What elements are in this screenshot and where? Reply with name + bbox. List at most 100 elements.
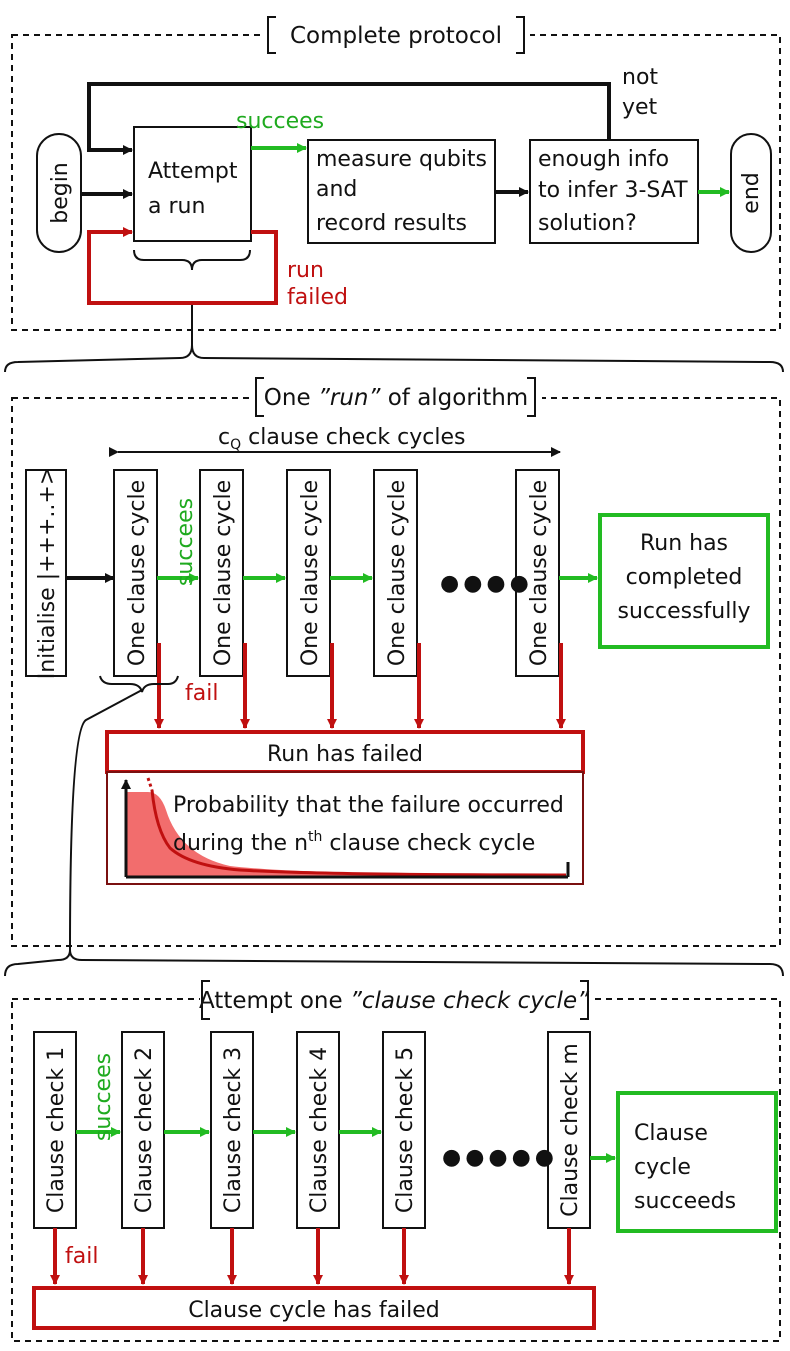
clause-check-label: Clause check 4: [307, 1047, 332, 1213]
clause-cycle-label: One clause cycle: [298, 480, 323, 666]
succeeds-line-1: Clause: [634, 1121, 708, 1146]
clause-cycle-label: One clause cycle: [527, 480, 552, 666]
clause-cycle-box: [286, 469, 331, 677]
right-bracket: [580, 980, 589, 1020]
fail-label-middle: fail: [185, 681, 218, 706]
clause-check-boxes: Clause check 1 Clause check 2 Clause check…: [33, 1031, 616, 1285]
clause-check-box: [382, 1031, 426, 1229]
checks-ellipsis: ●●●●●: [442, 1145, 558, 1170]
clause-cycle-5: One clause cycle: [515, 469, 566, 729]
clause-cycle-label: One clause cycle: [385, 480, 410, 666]
left-bracket: [201, 980, 210, 1020]
cycle-fail-arrow: [240, 643, 250, 729]
section-title: Attempt one ”clause check cycle”: [199, 988, 590, 1014]
completed-line-1: Run has: [640, 531, 728, 556]
cycles-label: cQ clause check cycles: [218, 425, 465, 453]
clause-cycle-box: [515, 469, 560, 677]
right-bracket: [516, 16, 525, 54]
completed-line-3: successfully: [618, 599, 751, 624]
clause-cycle-boxes: One clause cycle One clause cycle One clau…: [113, 469, 598, 729]
enough-line-3: solution?: [538, 211, 637, 236]
succees-label-bottom: succees: [91, 1053, 116, 1141]
section-title: Complete protocol: [290, 23, 502, 49]
cycle-fail-arrow: [154, 643, 164, 729]
not-yet-loop-arrow: [87, 82, 611, 155]
fail-label-bottom: fail: [65, 1244, 98, 1269]
left-bracket: [267, 16, 276, 54]
run-failed-box: [105, 730, 585, 774]
clause-check-6: Clause check m: [547, 1031, 591, 1285]
not-yet-line-2: yet: [622, 95, 658, 120]
clause-check-1: Clause check 1: [33, 1031, 121, 1285]
succeeds-line-3: succeeds: [634, 1189, 736, 1214]
measure-line-1: measure qubits: [316, 147, 487, 172]
title-background: [262, 18, 530, 52]
measure-box: [307, 139, 496, 244]
clause-check-5: Clause check 5: [382, 1031, 426, 1285]
probability-panel: [106, 771, 584, 885]
probability-line-1: Probability that the failure occurred: [173, 793, 564, 818]
clause-check-3: Clause check 3: [210, 1031, 296, 1285]
enough-line-2: to infer 3-SAT: [538, 178, 688, 203]
section-frame: [11, 998, 781, 1342]
completed-line-2: completed: [626, 565, 743, 590]
succees-label-middle: succees: [173, 498, 198, 586]
expand-brace-cycle: [4, 689, 784, 977]
attempt-brace: [133, 249, 251, 271]
title-background: [250, 378, 542, 416]
clause-check-cycle-section: Attempt one ”clause check cycle” Clause …: [11, 980, 781, 1342]
probability-area: [126, 792, 566, 877]
run-failed-line-1: run: [287, 258, 324, 283]
clause-cycle-failed-box: [32, 1286, 596, 1330]
measure-line-3: record results: [316, 211, 467, 236]
attempt-line-2: a run: [148, 194, 205, 219]
end-node: [730, 133, 772, 253]
run-completed-box: [598, 513, 770, 649]
clause-cycle-box: [113, 469, 158, 677]
title-background: [200, 981, 592, 1019]
expand-brace-run: [4, 305, 784, 373]
run-failed-loop-arrow: [87, 227, 278, 305]
clause-check-4: Clause check 4: [296, 1031, 382, 1285]
cycle-fail-arrow: [327, 643, 337, 729]
run-failed-line-2: failed: [287, 285, 348, 310]
section-frame: [11, 34, 781, 331]
left-bracket: [255, 377, 264, 417]
section-frame: [11, 397, 781, 947]
clause-cycle-label: One clause cycle: [211, 480, 236, 666]
clause-cycle-failed-label: Clause cycle has failed: [188, 1298, 440, 1323]
clause-cycle-2: One clause cycle: [199, 469, 286, 729]
clause-cycle-box: [199, 469, 244, 677]
clause-cycle-box: [373, 469, 418, 677]
clause-check-label: Clause check 3: [221, 1047, 246, 1213]
probability-curve-dotted: [146, 777, 154, 791]
enough-line-1: enough info: [538, 147, 669, 172]
clause-cycle-3: One clause cycle: [286, 469, 373, 729]
attempt-run-box: [133, 126, 252, 242]
enough-info-box: [529, 139, 699, 244]
clause-check-box: [33, 1031, 77, 1229]
cycles-ellipsis: ●●●●: [440, 571, 533, 596]
clause-check-2: Clause check 2: [121, 1031, 210, 1285]
cycle-fail-arrow: [556, 643, 566, 729]
clause-check-box: [121, 1031, 165, 1229]
clause-check-label: Clause check 2: [132, 1047, 157, 1213]
run-failed-label: Run has failed: [267, 742, 423, 767]
begin-label: begin: [48, 162, 73, 224]
right-bracket: [527, 377, 536, 417]
cycle-brace: [99, 675, 179, 693]
clause-cycle-1: One clause cycle: [113, 469, 199, 729]
attempt-line-1: Attempt: [148, 159, 238, 184]
end-label: end: [739, 172, 764, 213]
clause-cycle-4: One clause cycle: [373, 469, 424, 729]
succeeds-line-2: cycle: [634, 1155, 691, 1180]
measure-line-2: and: [316, 177, 357, 202]
clause-check-label: Clause check 5: [393, 1047, 418, 1213]
probability-line-2: during the nth clause check cycle: [173, 829, 535, 856]
initialise-label: Initialise |+++..+>: [35, 467, 60, 680]
initialise-box: [25, 469, 67, 677]
clause-cycle-label: One clause cycle: [125, 480, 150, 666]
clause-check-label: Clause check m: [558, 1043, 583, 1217]
not-yet-line-1: not: [622, 65, 658, 90]
